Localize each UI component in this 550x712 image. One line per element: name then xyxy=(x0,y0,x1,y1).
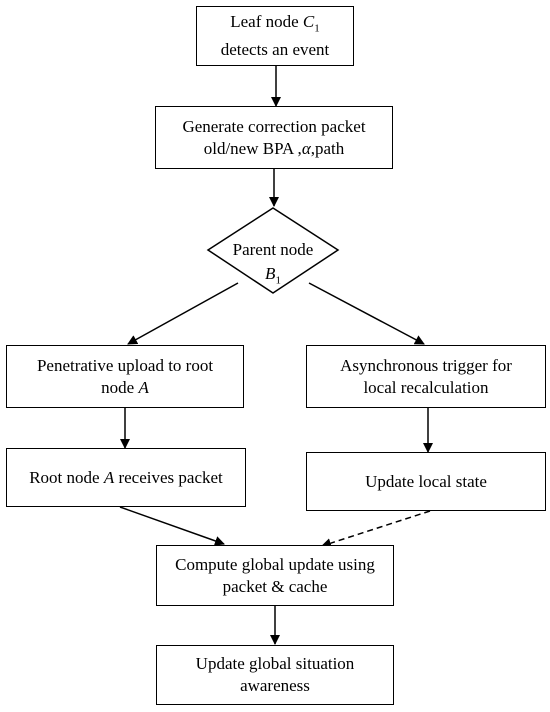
decision-diamond xyxy=(206,207,340,294)
leaf-node-box: Leaf node C1 detects an event xyxy=(196,6,354,66)
generate-packet-line1: Generate correction packet xyxy=(182,116,366,136)
update-awareness-box: Update global situation awareness xyxy=(156,645,394,705)
generate-packet-text-b: ,path xyxy=(310,138,345,158)
generate-packet-line2: old/new BPA ,α,path xyxy=(204,138,345,160)
arrow-parent-to-upload xyxy=(127,282,239,345)
root-receives-line: Root node A receives packet xyxy=(29,467,223,489)
update-local-text: Update local state xyxy=(365,471,487,491)
compute-global-line1: Compute global update using xyxy=(175,554,375,574)
leaf-node-text: Leaf node xyxy=(230,11,303,31)
update-local-box: Update local state xyxy=(306,452,546,511)
leaf-node-line1: Leaf node C1 xyxy=(230,11,320,39)
update-awareness-line2: awareness xyxy=(240,676,310,695)
parent-node-line1: Parent node xyxy=(232,240,314,259)
arrow-root-to-compute xyxy=(119,506,225,546)
leaf-node-line2: detects an event xyxy=(220,40,330,60)
parent-node-var: B xyxy=(265,264,276,283)
async-trigger-line2: local recalculation xyxy=(363,377,489,397)
root-receives-text-b: receives packet xyxy=(114,467,223,487)
root-receives-var: A xyxy=(103,467,115,487)
generate-packet-var: α xyxy=(301,138,311,158)
penetrative-upload-line1: Penetrative upload to root xyxy=(36,355,214,375)
async-trigger-box: Asynchronous trigger for local recalcula… xyxy=(306,345,546,408)
leaf-node-var: C xyxy=(302,11,315,31)
generate-packet-box: Generate correction packet old/new BPA ,… xyxy=(155,106,393,169)
generate-packet-text-a: old/new BPA , xyxy=(203,138,302,158)
async-trigger-line1: Asynchronous trigger for xyxy=(340,355,512,375)
penetrative-upload-var: A xyxy=(138,377,149,397)
compute-global-box: Compute global update using packet & cac… xyxy=(156,545,394,606)
update-awareness-line1: Update global situation xyxy=(195,654,355,673)
parent-node-sub: 1 xyxy=(275,274,281,287)
parent-node-line2: B1 xyxy=(210,262,336,292)
arrow-update-local-to-compute xyxy=(321,510,431,548)
root-receives-box: Root node A receives packet xyxy=(6,448,246,507)
parent-node-label: Parent node B1 xyxy=(210,238,336,292)
arrow-parent-to-async xyxy=(308,282,425,345)
leaf-node-sub: 1 xyxy=(314,22,320,35)
penetrative-upload-text: node xyxy=(101,377,139,397)
penetrative-upload-line2: node A xyxy=(101,377,149,399)
root-receives-text-a: Root node xyxy=(29,467,104,487)
penetrative-upload-box: Penetrative upload to root node A xyxy=(6,345,244,408)
compute-global-line2: packet & cache xyxy=(222,576,328,596)
